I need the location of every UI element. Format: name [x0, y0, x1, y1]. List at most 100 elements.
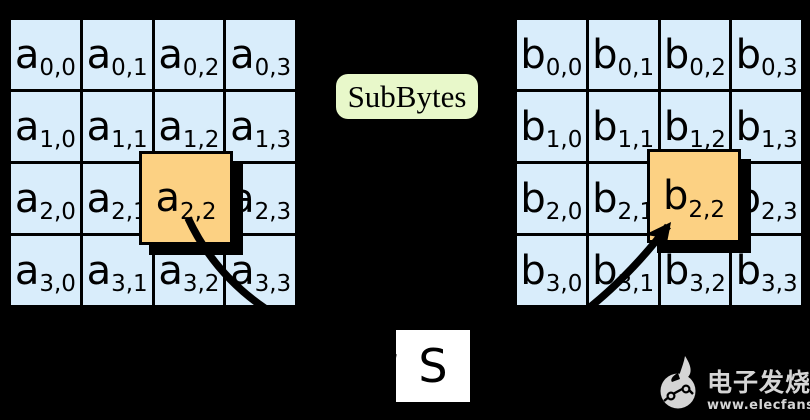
- cell-subscript: 1,2: [182, 127, 220, 153]
- cell-letter: a: [86, 103, 112, 150]
- cell-subscript: 0,3: [761, 55, 798, 81]
- sbox-text: S: [418, 339, 448, 393]
- cell-subscript: 1,3: [254, 127, 292, 153]
- watermark-url: www.elecfans.com: [707, 398, 810, 413]
- cell-subscript: 3,1: [617, 271, 655, 297]
- cell-letter: a: [230, 103, 255, 150]
- cell-subscript: 1,0: [39, 127, 76, 153]
- cell-letter: a: [230, 31, 255, 78]
- cell-letter: b: [520, 247, 546, 294]
- cell-subscript: 0,0: [545, 55, 583, 81]
- sbox: S: [396, 330, 470, 402]
- cell-subscript: 3,2: [689, 271, 726, 297]
- watermark: 电子发烧友 www.elecfans.com: [658, 352, 810, 414]
- cell-subscript: 0,1: [111, 55, 148, 81]
- cell-letter: b: [592, 103, 618, 150]
- cell-subscript: 3,2: [182, 271, 220, 297]
- cell-subscript: 3,1: [111, 271, 148, 297]
- cell-subscript: 0,3: [254, 55, 292, 81]
- cell-letter: a: [230, 247, 255, 294]
- cell-letter: a: [86, 247, 112, 294]
- subbytes-operation-label: SubBytes: [336, 74, 478, 119]
- cell-subscript: 3,3: [254, 271, 292, 297]
- cell-subscript: 2,2: [688, 196, 725, 223]
- cell-letter: a: [230, 175, 255, 222]
- cell-subscript: 3,3: [761, 271, 798, 297]
- cell-subscript: 1,1: [617, 127, 655, 153]
- cell-subscript: 2,1: [111, 199, 148, 225]
- cell-letter: b: [735, 247, 762, 294]
- cell-letter: a: [14, 103, 40, 150]
- cell-subscript: 2,1: [617, 199, 655, 225]
- cell-subscript: 2,0: [545, 199, 583, 225]
- cell-subscript: 1,2: [689, 127, 726, 153]
- cell-subscript: 1,3: [761, 127, 798, 153]
- cell-letter: a: [14, 31, 40, 78]
- cell-subscript: 2,3: [254, 199, 292, 225]
- cell-subscript: 2,3: [761, 199, 798, 225]
- cell-letter: a: [158, 247, 183, 294]
- cell-subscript: 2,0: [39, 199, 76, 225]
- cell-letter: b: [520, 103, 546, 150]
- cell-letter: b: [663, 173, 689, 219]
- cell-letter: a: [158, 103, 183, 150]
- cell-subscript: 1,1: [111, 127, 148, 153]
- cell-letter: b: [592, 31, 618, 78]
- operation-text: SubBytes: [347, 78, 467, 114]
- cell-letter: b: [520, 175, 546, 222]
- cell-letter: b: [663, 103, 690, 150]
- cell-letter: b: [735, 103, 762, 150]
- cell-subscript: 3,0: [545, 271, 583, 297]
- cell-letter: a: [14, 247, 40, 294]
- cell-letter: b: [592, 175, 618, 222]
- cell-subscript: 3,0: [39, 271, 76, 297]
- cell-subscript: 1,0: [545, 127, 583, 153]
- cell-subscript: 0,2: [689, 55, 726, 81]
- cell-letter: b: [663, 247, 690, 294]
- cell-letter: a: [14, 175, 40, 222]
- watermark-text: 电子发烧友 www.elecfans.com: [707, 352, 810, 414]
- cell-letter: a: [86, 31, 112, 78]
- watermark-site-name: 电子发烧友: [707, 368, 810, 397]
- cell-letter: b: [592, 247, 618, 294]
- cell-subscript: 2,2: [179, 198, 217, 225]
- cell-subscript: 0,1: [617, 55, 655, 81]
- cell-letter: b: [520, 31, 546, 78]
- cell-letter: a: [158, 31, 183, 78]
- cell-letter: b: [735, 31, 762, 78]
- cell-subscript: 0,0: [39, 55, 76, 81]
- cell-letter: a: [86, 175, 112, 222]
- cell-subscript: 0,2: [182, 55, 220, 81]
- cell-letter: b: [663, 31, 690, 78]
